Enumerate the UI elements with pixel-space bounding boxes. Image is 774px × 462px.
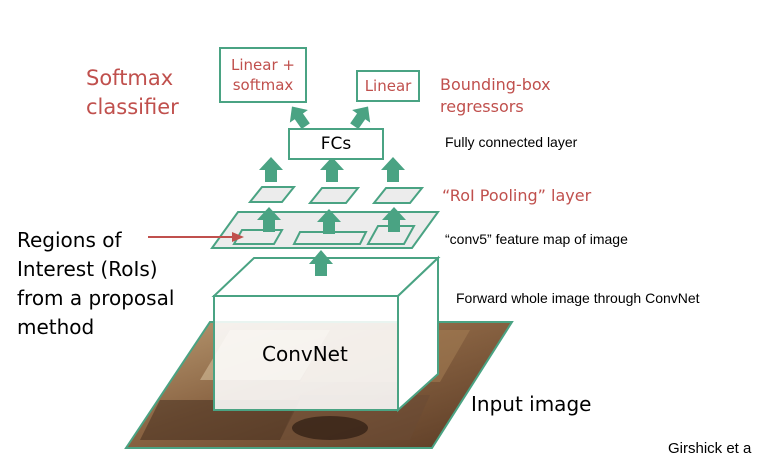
regions-of-interest-label: Regions of Interest (RoIs) from a propos… — [17, 226, 174, 342]
arrow-roi2-up — [317, 209, 341, 234]
regions-line1: Regions of — [17, 228, 122, 252]
softmax-classifier-line1: Softmax — [86, 66, 174, 90]
convnet-cuboid — [211, 255, 441, 413]
arrow-pool3-up — [381, 157, 405, 182]
regions-line2: Interest (RoIs) — [17, 257, 158, 281]
regions-line4: method — [17, 315, 95, 339]
arrow-pool1-up — [259, 157, 283, 182]
forward-whole-image-label: Forward whole image through ConvNet — [456, 290, 700, 306]
arrow-convnet-to-feature — [309, 250, 333, 276]
linear-label: Linear — [364, 77, 412, 95]
fcs-box: FCs — [288, 128, 384, 160]
linear-softmax-box: Linear + softmax — [219, 47, 307, 103]
regions-line3: from a proposal — [17, 286, 175, 310]
arrow-fcs-to-linear — [350, 106, 371, 130]
softmax-classifier-line2: classifier — [86, 95, 179, 119]
arrow-roi3-up — [382, 207, 406, 232]
fcs-label: FCs — [320, 134, 352, 154]
flow-arrows — [257, 106, 406, 276]
conv5-feature-map-label: “conv5” feature map of image — [445, 231, 628, 247]
roi-box-3 — [366, 225, 416, 245]
arrow-fcs-to-linear-softmax — [289, 106, 310, 130]
convnet-label: ConvNet — [262, 342, 348, 366]
bbox-regressors-label: Bounding-box regressors — [440, 74, 551, 118]
bbox-regressors-line1: Bounding-box — [440, 75, 551, 94]
softmax-classifier-label: Softmax classifier — [86, 64, 179, 122]
linear-box: Linear — [356, 70, 420, 102]
bbox-regressors-line2: regressors — [440, 97, 524, 116]
arrow-pool2-up — [320, 157, 344, 182]
roi-pointer-arrow — [148, 232, 244, 242]
citation-label: Girshick et a — [668, 440, 752, 457]
roi-pooling-layer-label: “RoI Pooling” layer — [442, 186, 592, 205]
arrow-roi1-up — [257, 207, 281, 232]
input-image-label: Input image — [471, 392, 592, 416]
fully-connected-layer-label: Fully connected layer — [445, 134, 578, 150]
roi-box-2 — [292, 231, 368, 245]
roi-pooled-features — [247, 186, 425, 204]
linear-softmax-label-line2: softmax — [232, 76, 294, 94]
linear-softmax-label-line1: Linear + — [231, 56, 295, 74]
